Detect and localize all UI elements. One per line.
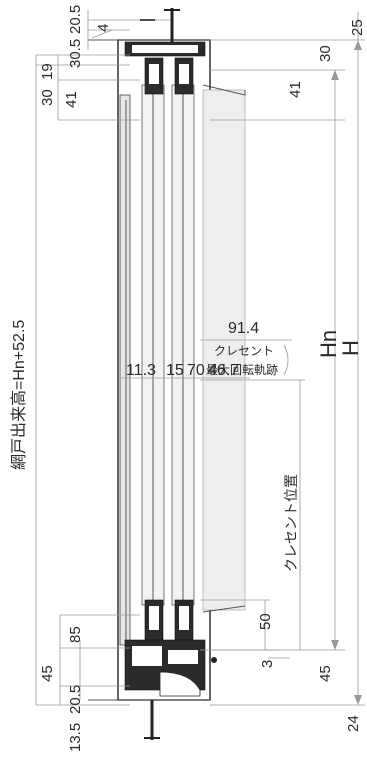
dim-bot-50: 50 bbox=[257, 613, 274, 630]
dim-11-3: 11.3 bbox=[126, 362, 156, 379]
dim-top-30: 30 bbox=[317, 45, 334, 62]
dim-bot-24: 24 bbox=[345, 715, 362, 732]
dim-top-30-5: 30.5 bbox=[67, 39, 84, 68]
dim-bot-3: 3 bbox=[259, 660, 276, 668]
dim-top-20-5: 20.5 bbox=[67, 5, 84, 34]
dim-left-19: 19 bbox=[39, 63, 56, 80]
dim-left-20-5: 20.5 bbox=[67, 685, 84, 714]
dim-right-45: 45 bbox=[317, 665, 334, 682]
dimension-lines bbox=[35, 10, 365, 706]
dim-top-25: 25 bbox=[349, 19, 366, 36]
dim-left-45: 45 bbox=[39, 665, 56, 682]
dim-top-4: 4 bbox=[95, 24, 112, 32]
dim-right-41: 41 bbox=[287, 81, 304, 98]
window-frame bbox=[88, 8, 246, 740]
dim-left-41: 41 bbox=[63, 91, 80, 108]
hn-label: Hn bbox=[316, 330, 341, 358]
dim-left-13-5: 13.5 bbox=[67, 723, 84, 752]
dimension-texts: 網戸出来高=Hn+52.5 20.5 30.5 4 30 19 41 25 30… bbox=[10, 5, 366, 752]
crescent-position-label: クレセント位置 bbox=[283, 474, 299, 572]
dim-left-30: 30 bbox=[39, 89, 56, 106]
dim-15: 15 bbox=[166, 362, 184, 379]
dim-46-7: 46.7 bbox=[208, 362, 239, 379]
dim-left-85: 85 bbox=[67, 626, 84, 643]
crescent-label: クレセント bbox=[214, 344, 274, 358]
crescent-rotation-label: 最大回転軌跡 bbox=[206, 362, 278, 377]
dim-crescent-91-4: 91.4 bbox=[228, 320, 259, 337]
screen-height-label: 網戸出来高=Hn+52.5 bbox=[10, 320, 28, 470]
h-label: H bbox=[338, 340, 363, 356]
dim-70: 70 bbox=[187, 362, 205, 379]
